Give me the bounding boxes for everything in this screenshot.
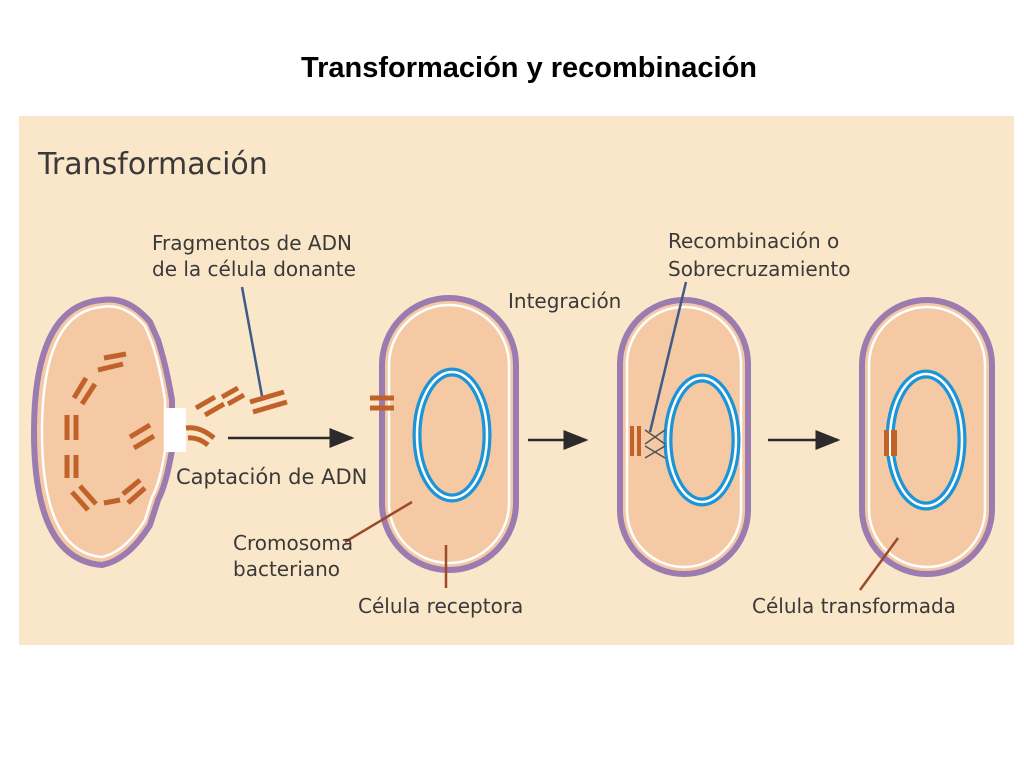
donor-cell — [30, 296, 186, 569]
integration-label: Integración — [508, 289, 621, 313]
recombining-cell — [617, 297, 751, 577]
recombination-label-1: Recombinación o — [668, 229, 839, 253]
transformed-cell-pointer — [858, 537, 900, 591]
chromosome-label-2: bacteriano — [233, 557, 340, 581]
transformed-cell-label: Célula transformada — [752, 594, 956, 618]
dna-uptake-label: Captación de ADN — [176, 465, 367, 489]
recipient-cell — [379, 295, 519, 573]
crossover-marks — [644, 429, 666, 459]
donor-fragments-label-2: de la célula donante — [152, 257, 356, 281]
recombination-pointer — [648, 281, 688, 433]
chromosome-pointer — [344, 500, 413, 544]
donor-fragments-label-1: Fragmentos de ADN — [152, 231, 352, 255]
chromosome-label-1: Cromosoma — [233, 531, 353, 555]
recombination-label-2: Sobrecruzamiento — [668, 257, 850, 281]
aligned-dna-fragment — [630, 426, 641, 456]
donor-dna-fragments — [194, 385, 288, 418]
panel-heading: Transformación — [37, 147, 268, 182]
donor-chromosome-fragments — [64, 351, 216, 512]
entering-dna-fragment — [370, 395, 394, 411]
transformed-cell — [859, 297, 995, 577]
donor-fragments-pointer — [240, 286, 264, 397]
slide-title: Transformación y recombinación — [300, 52, 758, 84]
recipient-cell-label: Célula receptora — [358, 594, 523, 618]
